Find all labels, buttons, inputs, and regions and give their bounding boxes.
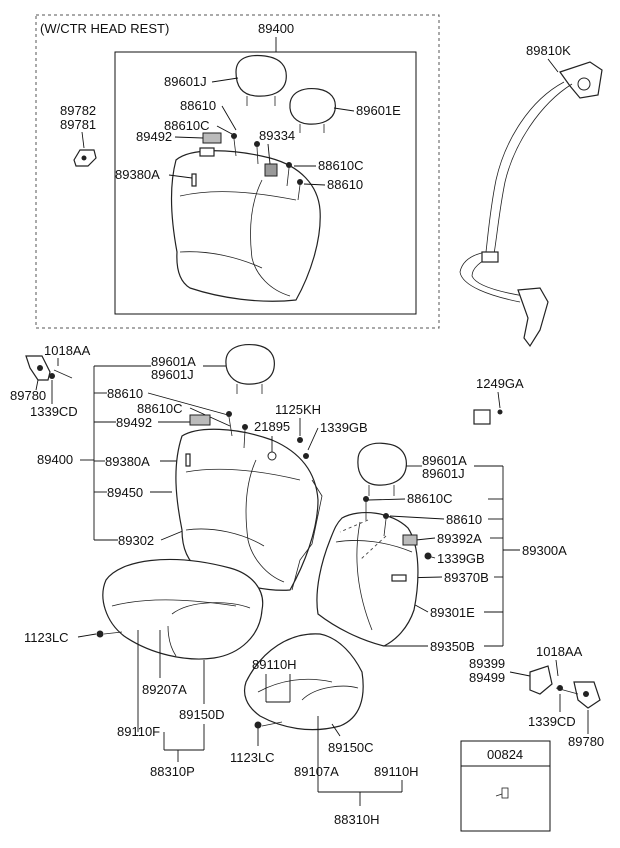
label-1339GB-b: 1339GB <box>437 551 485 566</box>
label-89350B: 89350B <box>430 639 475 654</box>
label-89380A-a: 89380A <box>115 167 160 182</box>
label-1249GA: 1249GA <box>476 376 524 391</box>
label-1339GB-a: 1339GB <box>320 420 368 435</box>
label-1125KH: 1125KH <box>275 402 321 417</box>
label-89150D: 89150D <box>179 707 225 722</box>
cover-89399 <box>529 665 553 695</box>
seat-cushion-left <box>102 558 264 660</box>
label-88310H: 88310H <box>334 812 380 827</box>
label-89492-b: 89492 <box>116 415 152 430</box>
label-89107A: 89107A <box>294 764 339 779</box>
label-88610C-d: 88610C <box>407 491 453 506</box>
seatback-top <box>170 147 321 302</box>
bolts-left <box>226 411 277 461</box>
part-89492-left <box>189 414 211 426</box>
label-89810K: 89810K <box>526 43 571 58</box>
buckle-89781 <box>73 149 97 167</box>
label-00824: 00824 <box>487 747 523 762</box>
label-89300A: 89300A <box>522 543 567 558</box>
label-89450: 89450 <box>107 485 143 500</box>
seatback-right <box>316 511 419 647</box>
headrest-right <box>357 442 407 496</box>
label-89601A-b: 89601A <box>422 453 467 468</box>
label-1123LC-a: 1123LC <box>24 630 69 645</box>
label-89370B: 89370B <box>444 570 489 585</box>
label-88610-a: 88610 <box>180 98 216 113</box>
label-88610-c: 88610 <box>107 386 143 401</box>
dashed-guides-right <box>339 519 387 561</box>
optional-group-box <box>35 14 440 329</box>
part-89334 <box>264 163 278 177</box>
label-21895: 21895 <box>254 419 290 434</box>
label-89207A: 89207A <box>142 682 187 697</box>
label-89400-b: 89400 <box>37 452 73 467</box>
label-89601A-a: 89601A <box>151 354 196 369</box>
label-89782: 89782 <box>60 103 96 118</box>
label-1339CD-b: 1339CD <box>528 714 576 729</box>
label-89499: 89499 <box>469 670 505 685</box>
bolts-top <box>231 133 303 201</box>
label-89392A: 89392A <box>437 531 482 546</box>
headrest-89601E <box>289 87 336 133</box>
label-1018AA-b: 1018AA <box>536 644 583 659</box>
bracket-89780-right <box>555 681 601 709</box>
label-89780-a: 89780 <box>10 388 46 403</box>
label-89601J-a: 89601J <box>151 367 194 382</box>
bolt-1123LC-a <box>96 630 123 638</box>
label-89400-top: 89400 <box>258 21 294 36</box>
nut-1339GB-a <box>303 453 309 459</box>
label-89334: 89334 <box>259 128 295 143</box>
nut-1339GB-b <box>424 552 432 560</box>
seat-belt-89810K <box>459 61 603 348</box>
label-89110H-b: 89110H <box>374 764 419 779</box>
seatback-assembly-box <box>114 51 417 315</box>
label-89380A-b: 89380A <box>105 454 150 469</box>
label-88610C-a: 88610C <box>164 118 210 133</box>
part-89492-top <box>202 132 222 144</box>
group-title: (W/CTR HEAD REST) <box>40 21 169 36</box>
label-89601J-top: 89601J <box>164 74 207 89</box>
clip-1249GA <box>473 409 491 425</box>
headrest-left <box>225 343 275 394</box>
label-1018AA-a: 1018AA <box>44 343 91 358</box>
bolts-right <box>363 496 389 537</box>
label-89302: 89302 <box>118 533 154 548</box>
label-89780-b: 89780 <box>568 734 604 749</box>
label-1123LC-b: 1123LC <box>230 750 275 765</box>
label-89601J-b: 89601J <box>422 466 465 481</box>
label-89399: 89399 <box>469 656 505 671</box>
bolt-1123LC-b <box>254 721 283 729</box>
part-00824-box <box>460 740 551 832</box>
label-89601E: 89601E <box>356 103 401 118</box>
part-89392A <box>402 534 418 546</box>
bolt-1125KH <box>297 437 303 443</box>
seat-cushion-right <box>243 633 364 731</box>
headrest-89601J-top <box>235 54 287 106</box>
label-88610-d: 88610 <box>446 512 482 527</box>
label-89781: 89781 <box>60 117 96 132</box>
label-89110F: 89110F <box>117 724 160 739</box>
label-89110H-a: 89110H <box>252 657 297 672</box>
label-88610C-c: 88610C <box>137 401 183 416</box>
bracket-89780-left <box>25 355 73 381</box>
label-88610-b: 88610 <box>327 177 363 192</box>
label-89492-a: 89492 <box>136 129 172 144</box>
label-89301E: 89301E <box>430 605 475 620</box>
label-sticker-00824 <box>495 787 509 799</box>
label-88310P: 88310P <box>150 764 195 779</box>
label-88610C-b: 88610C <box>318 158 364 173</box>
label-1339CD-a: 1339CD <box>30 404 78 419</box>
label-89150C: 89150C <box>328 740 374 755</box>
